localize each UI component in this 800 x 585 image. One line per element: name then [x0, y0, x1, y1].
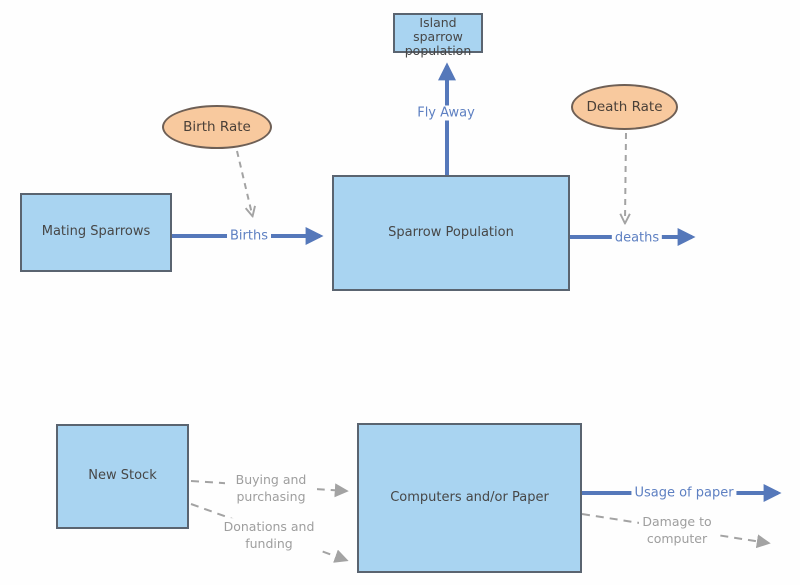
node-label: Mating Sparrows — [41, 224, 151, 240]
damage-connector[interactable] — [581, 513, 771, 549]
death-rate-connector[interactable] — [625, 132, 626, 221]
node-sparrow-population[interactable]: Sparrow Population — [332, 175, 570, 291]
node-label: Sparrow Population — [388, 224, 514, 240]
usage-flow-label[interactable]: Usage of paper — [631, 485, 737, 501]
node-new-stock[interactable]: New Stock — [56, 424, 189, 529]
variable-death-rate[interactable]: Death Rate — [571, 84, 678, 130]
node-label: Computers and/or Paper — [390, 489, 549, 505]
birth-rate-connector[interactable] — [236, 150, 252, 214]
variable-birth-rate[interactable]: Birth Rate — [162, 105, 272, 149]
births-flow-label[interactable]: Births — [227, 228, 271, 244]
fly-away-flow-label[interactable]: Fly Away — [414, 105, 478, 121]
node-island-sparrow-population[interactable]: Island sparrow population — [393, 13, 483, 58]
variable-label: Death Rate — [586, 99, 663, 115]
buying-connector-label[interactable]: Buying and purchasing — [225, 471, 317, 507]
node-mating-sparrows[interactable]: Mating Sparrows — [20, 193, 172, 272]
deaths-flow-label[interactable]: deaths — [611, 230, 663, 246]
node-label: New Stock — [88, 468, 157, 484]
damage-connector-label[interactable]: Damage to computer — [639, 513, 715, 549]
node-computers-paper[interactable]: Computers and/or Paper — [357, 423, 582, 573]
donations-connector-label[interactable]: Donations and funding — [219, 518, 319, 554]
node-label: Island sparrow population — [404, 15, 472, 58]
variable-label: Birth Rate — [183, 119, 251, 135]
